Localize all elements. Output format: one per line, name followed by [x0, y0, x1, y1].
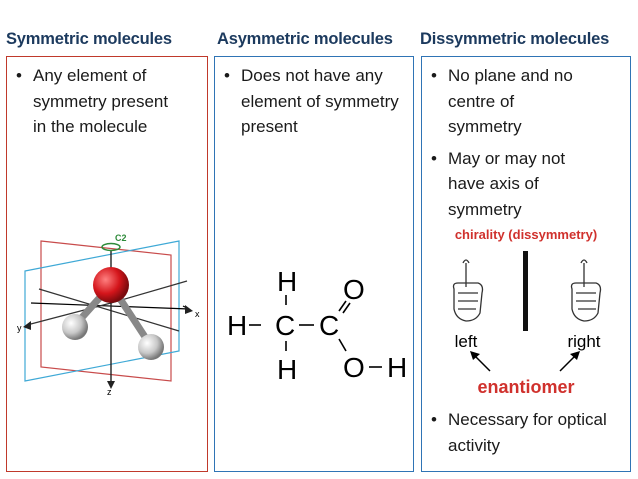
asymmetric-bullets: Does not have any element of symmetry pr… [215, 63, 413, 140]
axis-y-label: y [17, 323, 22, 333]
dissymmetric-bullets: No plane and no centre of symmetry May o… [422, 63, 630, 222]
left-label: left [455, 332, 478, 351]
axis-z-label: z [107, 387, 112, 395]
atom-o-double: O [343, 274, 365, 305]
acetic-acid-structure: H H H C C O O H [227, 266, 407, 385]
right-hand-icon [570, 259, 602, 322]
chirality-hands-figure: chirality (dissymmetry) left right enant… [452, 227, 602, 397]
oxygen-atom [93, 267, 129, 303]
bullet-item: Any element of symmetry present in the m… [7, 63, 173, 140]
atom-o-single: O [343, 352, 365, 383]
water-symmetry-diagram: C2 y x z [17, 233, 200, 395]
bullet-item: No plane and no centre of symmetry [422, 63, 588, 140]
dissymmetric-bottom-bullets: Necessary for optical activity [422, 407, 630, 458]
bullet-item: Does not have any element of symmetry pr… [215, 63, 401, 140]
panel-symmetric: Any element of symmetry present in the m… [6, 56, 208, 472]
atom-c2: C [319, 310, 339, 341]
left-hand-icon [452, 259, 484, 322]
chirality-title: chirality (dissymmetry) [455, 227, 597, 242]
atom-h-bottom: H [277, 354, 297, 385]
bullet-item: May or may not have axis of symmetry [422, 146, 598, 223]
atom-h-left: H [227, 310, 247, 341]
atom-h-top: H [277, 266, 297, 297]
right-label: right [567, 332, 600, 351]
mirror-line [523, 251, 528, 331]
title-asymmetric: Asymmetric molecules [217, 30, 393, 48]
atom-c1: C [275, 310, 295, 341]
enantiomer-label: enantiomer [477, 377, 574, 397]
symmetric-bullets: Any element of symmetry present in the m… [7, 63, 207, 140]
panel-asymmetric: Does not have any element of symmetry pr… [214, 56, 414, 472]
axis-x-label: x [195, 309, 200, 319]
hydrogen-atom [138, 334, 164, 360]
title-dissymmetric: Dissymmetric molecules [420, 30, 610, 48]
panel-dissymmetric: No plane and no centre of symmetry May o… [421, 56, 631, 472]
atom-h-oh: H [387, 352, 407, 383]
c2-label: C2 [115, 233, 127, 243]
title-symmetric: Symmetric molecules [6, 30, 172, 48]
hydrogen-atom [62, 314, 88, 340]
bullet-item: Necessary for optical activity [422, 407, 608, 458]
